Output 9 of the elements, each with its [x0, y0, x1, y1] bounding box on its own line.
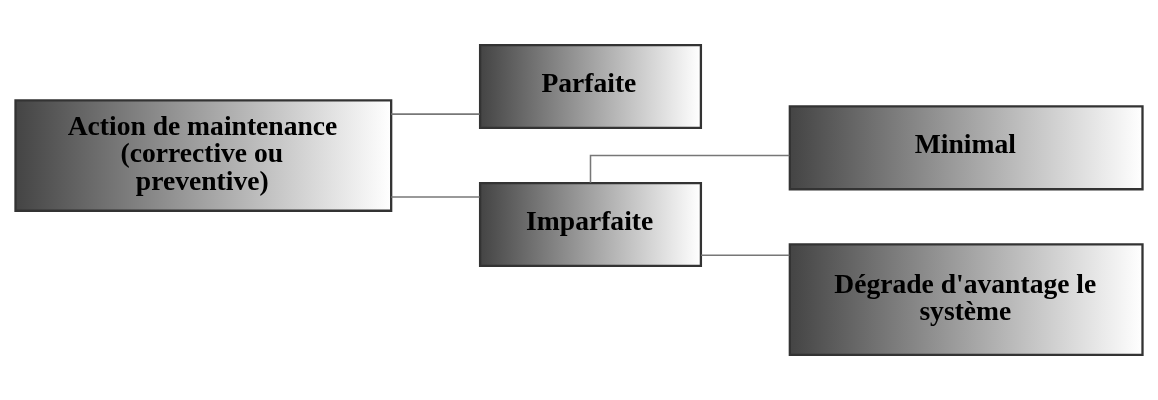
connector — [390, 113, 481, 115]
node-box: Action de maintenance (corrective ou preventive) — [14, 99, 393, 212]
node-box: Imparfaite — [478, 182, 703, 268]
node-box: Minimal — [788, 105, 1144, 191]
connector — [589, 154, 791, 184]
connector — [700, 254, 791, 256]
node-box: Parfaite — [478, 44, 703, 130]
node-box: Dégrade d'avantage le système — [788, 243, 1144, 356]
connector — [390, 196, 481, 198]
